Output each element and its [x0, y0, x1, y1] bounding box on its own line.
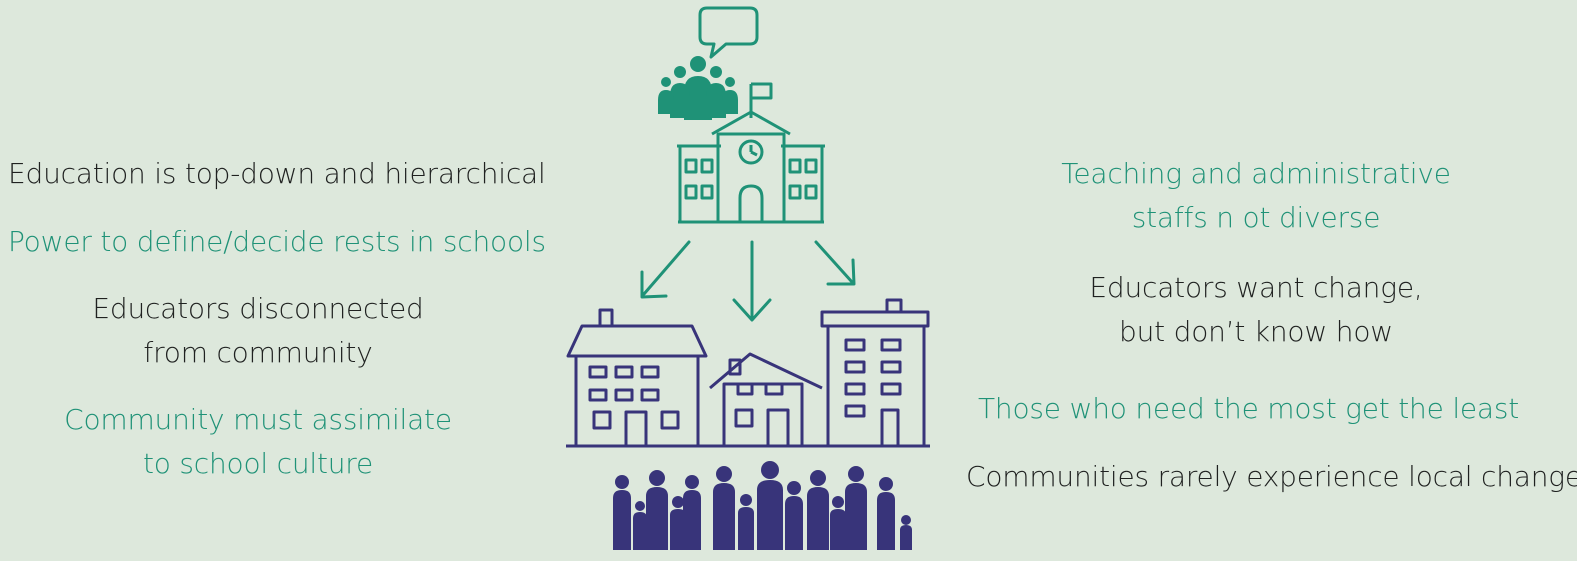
- people-group-icon: [658, 56, 738, 120]
- community-crowd-icon: [613, 461, 912, 550]
- statement-disconnected-line2: from community: [143, 336, 373, 369]
- statement-staffs-line2: staffs n ot diverse: [1131, 201, 1381, 234]
- house-large-icon: [566, 308, 708, 448]
- house-small-icon: [709, 352, 823, 448]
- statement-staffs: Teaching and administrative staffs n ot …: [1036, 152, 1476, 240]
- statement-want-change-line1: Educators want change,: [1089, 271, 1423, 304]
- statement-disconnected: Educators disconnected from community: [58, 287, 458, 375]
- statement-disconnected-line1: Educators disconnected: [92, 292, 424, 325]
- statement-need-most: Those who need the most get the least: [978, 392, 1520, 425]
- arrow-down-icon: [732, 240, 772, 322]
- hierarchy-illustration: [560, 0, 940, 561]
- apartment-building-icon: [820, 298, 930, 448]
- statement-staffs-line1: Teaching and administrative: [1061, 157, 1451, 190]
- statement-want-change: Educators want change, but don’t know ho…: [1056, 266, 1456, 354]
- statement-communities: Communities rarely experience local chan…: [966, 460, 1577, 493]
- statement-assimilate: Community must assimilate to school cult…: [48, 398, 468, 486]
- arrow-down-left-icon: [640, 240, 691, 299]
- statement-top-down: Education is top-down and hierarchical: [8, 157, 546, 190]
- arrow-down-right-icon: [814, 240, 856, 286]
- statement-power: Power to define/decide rests in schools: [8, 225, 546, 258]
- statement-assimilate-line1: Community must assimilate: [64, 403, 452, 436]
- speech-bubble-icon: [698, 6, 759, 59]
- hierarchy-svg: [566, 6, 930, 550]
- statement-want-change-line2: but don’t know how: [1119, 315, 1393, 348]
- statement-assimilate-line2: to school culture: [142, 447, 374, 480]
- school-building-icon: [677, 82, 825, 224]
